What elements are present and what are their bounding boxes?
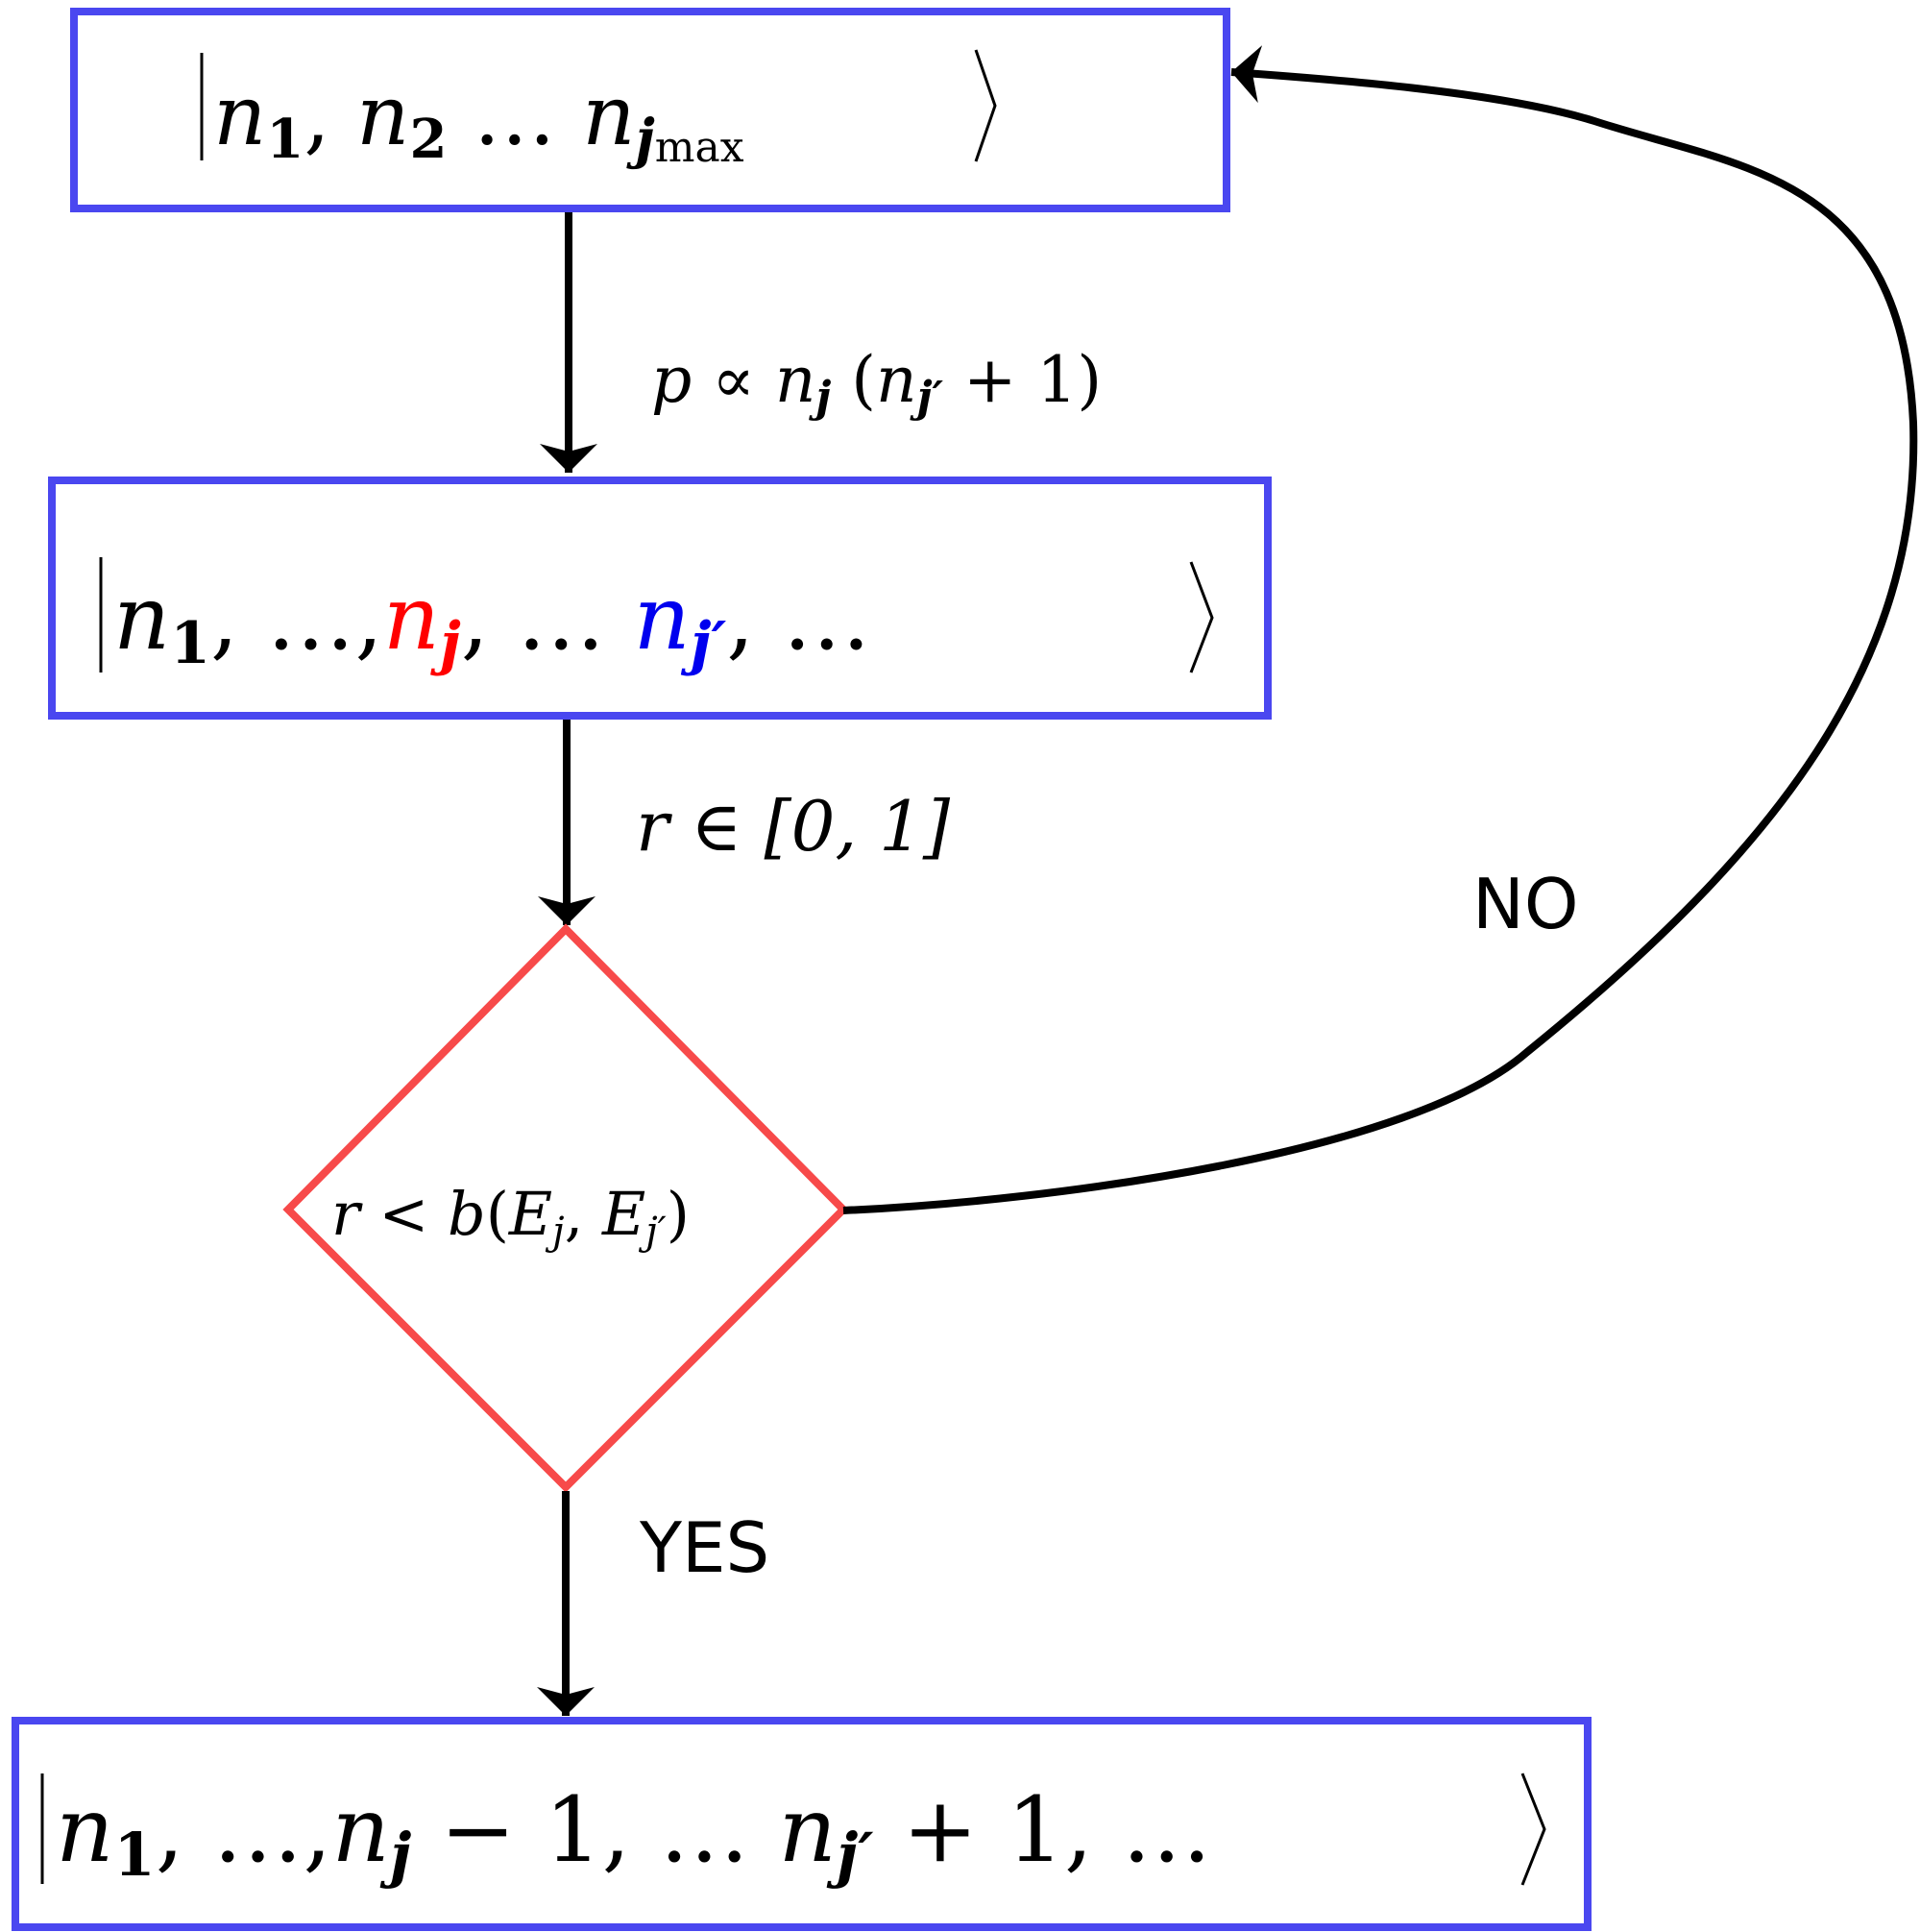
selected-state-box <box>48 477 1272 720</box>
nmax-subsubscript: max <box>655 123 744 172</box>
final-state-text: n1, …,nj − 1, … nj′ + 1, … <box>56 1778 1212 1890</box>
probability-label: p ∝ nj (nj′ + 1) <box>651 343 1102 422</box>
decision-condition: r < b(Ej, Ej′) <box>331 1179 690 1254</box>
n2-symbol: n <box>356 68 409 164</box>
random-draw-label: r ∈ [0, 1] <box>636 786 951 867</box>
no-label: NO <box>1472 864 1579 944</box>
selected-state-angle <box>1189 561 1214 673</box>
dots: … <box>474 68 556 164</box>
n1-subscript: 1 <box>266 108 304 171</box>
initial-state-box <box>70 8 1230 212</box>
final-state-box <box>12 1717 1592 1931</box>
n2-subscript: 2 <box>409 108 447 171</box>
initial-state-text: n1, n2 … njmax <box>213 68 744 172</box>
nj-highlight: n <box>383 567 440 670</box>
no-loop-arrow <box>842 45 1918 1214</box>
final-state-angle <box>1520 1773 1546 1886</box>
decision-diamond <box>282 923 849 1493</box>
nmax-symbol: n <box>582 68 635 164</box>
selected-state-text: n1, …,nj, … nj′, … <box>113 567 871 677</box>
initial-state-angle <box>974 49 997 162</box>
yes-label: YES <box>639 1507 769 1588</box>
njp-highlight: n <box>634 567 691 670</box>
n1-symbol: n <box>213 68 266 164</box>
